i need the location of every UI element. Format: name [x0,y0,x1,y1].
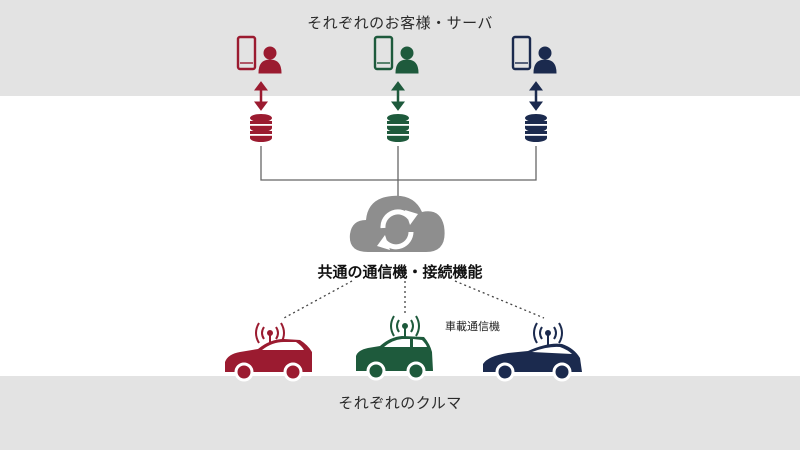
car-3-icon [483,343,582,382]
database-3-icon [525,114,547,142]
database-2-icon [387,114,409,142]
customers-title: それぞれのお客様・サーバ [307,14,493,32]
vehicles-band [0,376,800,450]
wireless-links [283,280,545,319]
customer-2-icon [373,35,420,75]
car-1-icon [225,339,312,382]
customers-band [0,0,800,96]
cloud-sync-icon [349,195,445,252]
sync-arrow-3-icon [529,81,543,111]
customer-1-icon [236,35,283,75]
hub-label: 共通の通信機・接続機能 [317,263,483,281]
car-2-icon [356,336,433,381]
vehicles-title: それぞれのクルマ [338,394,462,412]
customer-3-icon [511,35,558,75]
database-1-icon [250,114,272,142]
sync-arrow-1-icon [254,81,268,111]
connector-lines [260,146,537,196]
sync-arrow-2-icon [391,81,405,111]
device-label: 車載通信機 [445,320,500,333]
